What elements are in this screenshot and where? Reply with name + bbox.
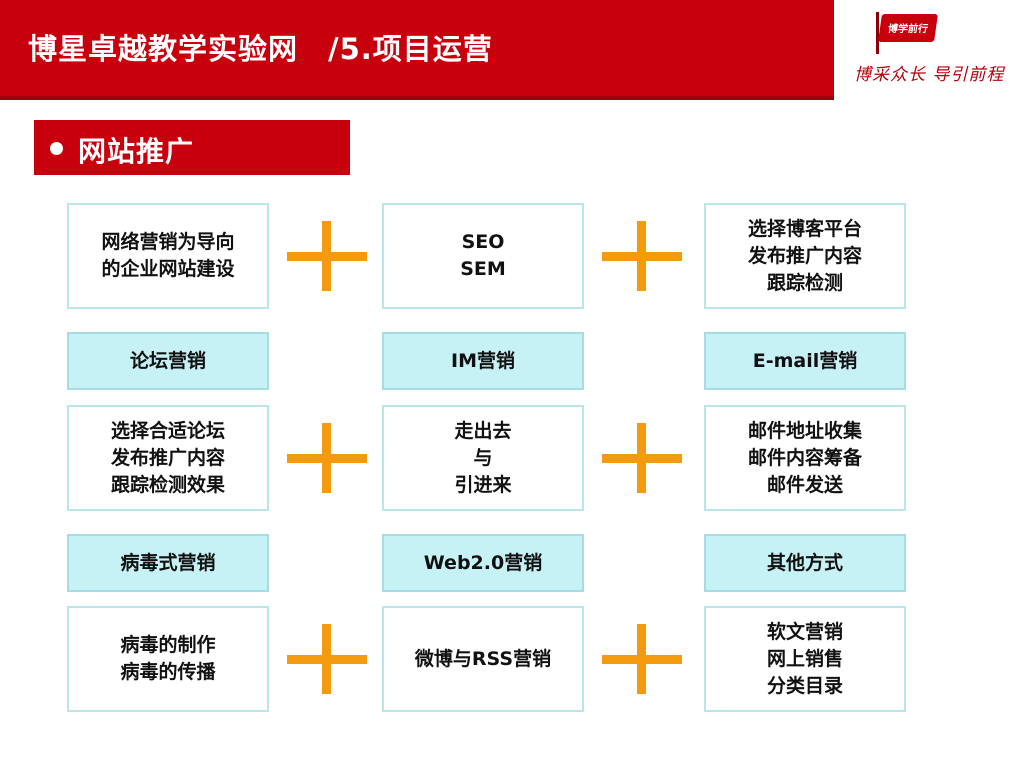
logo-motto: 博采众长 导引前程 xyxy=(854,65,1005,85)
box-text: 走出去 与 引进来 xyxy=(454,419,512,496)
plus-icon xyxy=(287,221,367,291)
category-viral-marketing: 病毒式营销 xyxy=(67,534,269,592)
section-title: 网站推广 xyxy=(78,135,195,168)
box-text: 微博与RSS营销 xyxy=(414,647,552,670)
category-email-marketing: E-mail营销 xyxy=(704,332,906,390)
box-text: 病毒式营销 xyxy=(120,551,216,574)
box-enterprise-site: 网络营销为导向 的企业网站建设 xyxy=(67,203,269,309)
page-title: 博星卓越教学实验网 /5.项目运营 xyxy=(28,32,493,66)
plus-icon xyxy=(602,624,682,694)
box-email-steps: 邮件地址收集 邮件内容筹备 邮件发送 xyxy=(704,405,906,511)
box-weibo-rss: 微博与RSS营销 xyxy=(382,606,584,712)
category-forum-marketing: 论坛营销 xyxy=(67,332,269,390)
box-text: SEO SEM xyxy=(460,231,506,280)
box-text: 网络营销为导向 的企业网站建设 xyxy=(101,231,235,280)
box-other-steps: 软文营销 网上销售 分类目录 xyxy=(704,606,906,712)
plus-icon xyxy=(287,624,367,694)
section-heading: 网站推广 xyxy=(34,120,350,175)
plus-icon xyxy=(602,221,682,291)
box-viral-steps: 病毒的制作 病毒的传播 xyxy=(67,606,269,712)
box-forum-steps: 选择合适论坛 发布推广内容 跟踪检测效果 xyxy=(67,405,269,511)
category-other-methods: 其他方式 xyxy=(704,534,906,592)
box-text: IM营销 xyxy=(451,349,515,372)
plus-icon xyxy=(602,423,682,493)
category-web20-marketing: Web2.0营销 xyxy=(382,534,584,592)
box-im-steps: 走出去 与 引进来 xyxy=(382,405,584,511)
header-bar: 博星卓越教学实验网 /5.项目运营 博学前行 博采众长 导引前程 xyxy=(0,0,1024,100)
plus-icon xyxy=(287,423,367,493)
box-text: 软文营销 网上销售 分类目录 xyxy=(766,620,843,697)
box-text: 选择合适论坛 发布推广内容 跟踪检测效果 xyxy=(110,419,225,496)
box-seo-sem: SEO SEM xyxy=(382,203,584,309)
logo-flag-text: 博学前行 xyxy=(887,24,929,35)
box-text: 邮件地址收集 邮件内容筹备 邮件发送 xyxy=(747,419,862,496)
box-text: Web2.0营销 xyxy=(423,551,543,574)
box-text: 选择博客平台 发布推广内容 跟踪检测 xyxy=(747,217,862,294)
box-blog-platform: 选择博客平台 发布推广内容 跟踪检测 xyxy=(704,203,906,309)
logo: 博学前行 博采众长 导引前程 xyxy=(834,0,1024,100)
box-text: 病毒的制作 病毒的传播 xyxy=(120,634,216,683)
flag-pole xyxy=(876,12,879,54)
category-im-marketing: IM营销 xyxy=(382,332,584,390)
bullet-icon xyxy=(50,142,63,155)
flag-icon: 博学前行 xyxy=(878,14,938,42)
box-text: 论坛营销 xyxy=(129,349,206,372)
box-text: 其他方式 xyxy=(766,551,843,574)
box-text: E-mail营销 xyxy=(752,349,858,372)
